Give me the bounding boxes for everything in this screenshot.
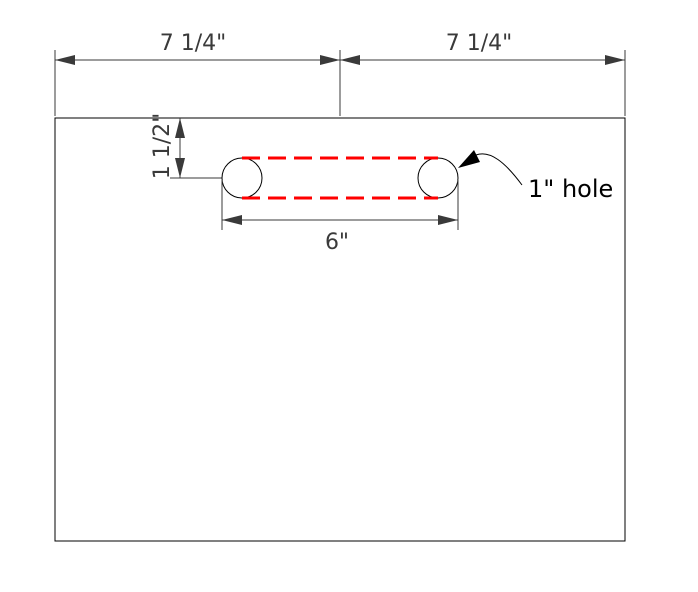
vertical-offset-label: 1 1/2" [150, 113, 175, 180]
callout-arrowhead [458, 150, 480, 168]
left-hole [221, 157, 263, 199]
right-width-label: 7 1/4" [446, 31, 513, 56]
left-width-label: 7 1/4" [160, 31, 227, 56]
hole-callout-label: 1" hole [528, 175, 613, 203]
callout-leader [475, 153, 523, 186]
board-outline [54, 117, 626, 542]
right-hole [417, 157, 459, 199]
slot-length-label: 6" [325, 230, 349, 255]
